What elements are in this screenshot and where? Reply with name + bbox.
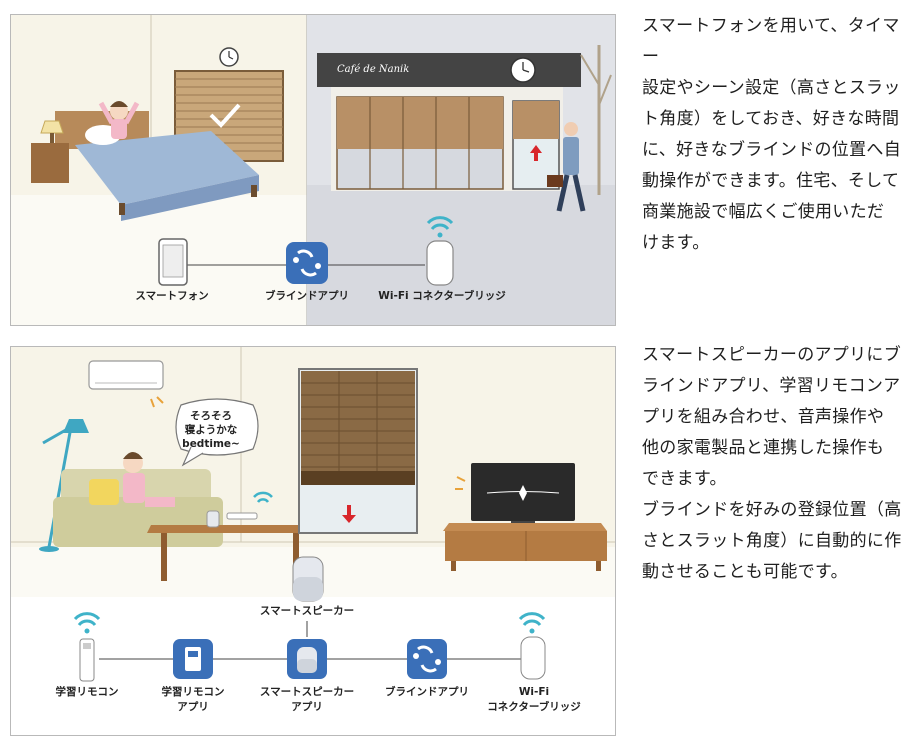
wifi-icon-remote	[73, 612, 101, 634]
panel-smart-speaker-scene: そろそろ 寝ようかな bedtime~ スマートスピーカー 学習リモコン 学習リ…	[10, 346, 616, 736]
speech-line-1: そろそろ	[190, 410, 232, 422]
label-blind-app: ブラインドアプリ	[265, 290, 349, 302]
speech-line-3: bedtime~	[182, 438, 240, 450]
smart-speaker-scene-illustration	[11, 347, 615, 682]
label-learning-remote-app: 学習リモコン アプリ	[143, 685, 243, 715]
desc1-line: ト角度）をしておき、好きな時間	[642, 109, 900, 129]
smart-speaker-device-icon	[292, 556, 324, 602]
desc1-line: に、好きなブラインドの位置へ自	[642, 140, 901, 160]
description-smart-speaker: スマートスピーカーのアプリにブ ラインドアプリ、学習リモコンア プリを組み合わせ…	[642, 340, 914, 588]
label-bridge-line2: コネクターブリッジ	[487, 701, 581, 713]
label-smart-speaker: スマートスピーカー	[259, 605, 355, 617]
street-tree	[580, 45, 612, 195]
floor-lamp-icon	[39, 419, 89, 552]
label-remote-app-line1: 学習リモコン	[161, 686, 225, 698]
speech-line-2: 寝ようかな	[184, 424, 238, 436]
desc2-line: さとスラット角度）に自動的に作	[642, 531, 902, 551]
smartphone-scene-illustration	[11, 15, 615, 325]
desc2-line: 動させることも可能です。	[642, 562, 848, 582]
blind-app-icon	[286, 242, 328, 284]
desc1-line: スマートフォンを用いて、タイマー	[642, 16, 900, 67]
label-learning-remote: 学習リモコン	[55, 686, 119, 698]
label-smartphone: スマートフォン	[135, 290, 209, 302]
cafe-sign-text: Café de Nanik	[337, 64, 410, 75]
label-speaker-app-line2: アプリ	[291, 701, 323, 713]
wifi-bridge-device-icon	[426, 240, 454, 286]
desc1-line: 動操作ができます。住宅、そして	[642, 171, 900, 191]
coffee-table-illustration	[147, 491, 311, 581]
desc2-line: 他の家電製品と連携した操作も	[642, 438, 885, 458]
label-speaker-app-line1: スマートスピーカー	[259, 686, 355, 698]
label-smart-speaker-app: スマートスピーカー アプリ	[247, 685, 367, 715]
speech-bubble	[175, 398, 259, 467]
label-remote-app-line2: アプリ	[177, 701, 209, 713]
wifi-icon-bridge	[518, 612, 546, 634]
label-blind-app: ブラインドアプリ	[385, 686, 469, 698]
air-conditioner-icon	[88, 360, 164, 408]
desc2-line: ブラインドを好みの登録位置（高	[642, 500, 902, 520]
smartphone-icon	[158, 238, 188, 286]
wall-clock-icon	[219, 47, 239, 67]
panel-smartphone-scene: Café de Nanik スマートフォン ブラインドアプリ Wi-Fi コネク…	[10, 14, 616, 326]
blind-app-icon	[407, 639, 447, 679]
description-smartphone: スマートフォンを用いて、タイマー 設定やシーン設定（高さとスラッ ト角度）をして…	[642, 11, 914, 259]
television-icon	[455, 463, 575, 526]
tv-stand-illustration	[443, 523, 607, 571]
label-wifi-bridge: Wi-Fi コネクターブリッジ	[378, 290, 506, 302]
desc1-line: 設定やシーン設定（高さとスラッ	[642, 78, 901, 98]
learning-remote-app-icon	[173, 639, 213, 679]
wifi-icon	[426, 216, 454, 238]
desc1-line: けます。	[642, 233, 710, 253]
learning-remote-icon	[79, 638, 95, 682]
living-room-blind	[298, 368, 418, 534]
sofa-illustration	[53, 452, 223, 547]
speech-bubble-text: そろそろ 寝ようかな bedtime~	[169, 409, 253, 451]
nightstand-lamp	[31, 120, 69, 183]
businessman-illustration	[547, 122, 586, 212]
desc2-line: スマートスピーカーのアプリにブ	[642, 345, 901, 365]
label-bridge-line1: Wi-Fi	[518, 686, 550, 698]
wifi-bridge-device-icon	[520, 636, 546, 680]
label-wifi-bridge: Wi-Fi コネクターブリッジ	[479, 685, 589, 715]
desc2-line: プリを組み合わせ、音声操作や	[642, 407, 885, 427]
bed-illustration	[55, 101, 259, 221]
smart-speaker-app-icon	[287, 639, 327, 679]
desc2-line: できます。	[642, 469, 727, 489]
desc1-line: 商業施設で幅広くご使用いただ	[642, 202, 885, 222]
cafe-storefront	[317, 53, 581, 191]
desc2-line: ラインドアプリ、学習リモコンア	[642, 376, 901, 396]
